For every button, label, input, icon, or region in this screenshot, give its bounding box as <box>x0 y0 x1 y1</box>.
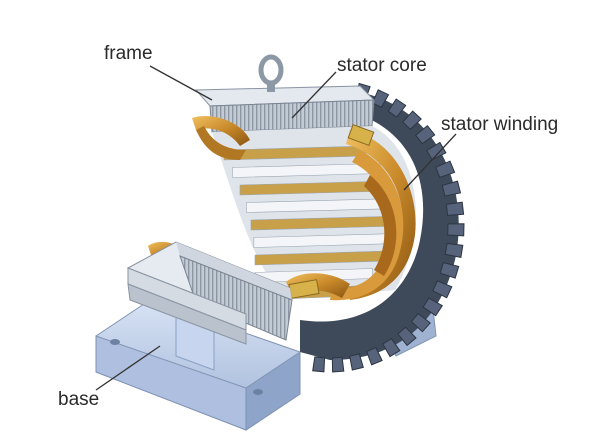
label-stator-winding: stator winding <box>441 114 559 135</box>
frame-rib <box>349 353 364 371</box>
lower-core-block <box>126 241 293 345</box>
leader-line-base <box>95 345 161 391</box>
frame-rib <box>445 201 465 216</box>
frame-rib <box>441 180 462 197</box>
frame-rib <box>432 280 453 299</box>
frame-part <box>194 54 376 133</box>
frame-rib <box>415 124 436 145</box>
leader-line-stator-winding <box>403 133 457 191</box>
frame-rib <box>426 141 447 161</box>
frame-rib <box>402 110 422 130</box>
frame-rib <box>444 242 464 258</box>
frame-rib <box>439 261 460 279</box>
frame-rib <box>382 338 401 358</box>
frame-rib <box>371 89 390 108</box>
frame-rib <box>422 297 444 317</box>
leader-line-frame <box>149 65 213 101</box>
frame-ribs <box>300 82 465 373</box>
leader-lines <box>95 65 457 391</box>
frame-rib <box>435 160 456 179</box>
label-stator-core: stator core <box>337 55 427 76</box>
lifting-eye-icon <box>258 54 284 92</box>
frame-rib <box>397 326 417 347</box>
label-base: base <box>58 389 100 410</box>
label-frame: frame <box>104 43 153 64</box>
frame-rib <box>312 356 326 373</box>
frame-rib <box>331 356 345 373</box>
leader-line-stator-core <box>291 71 337 119</box>
frame-rib <box>366 346 383 366</box>
frame-rib <box>447 223 465 237</box>
frame-rib <box>387 98 407 118</box>
frame-rib <box>410 312 431 333</box>
